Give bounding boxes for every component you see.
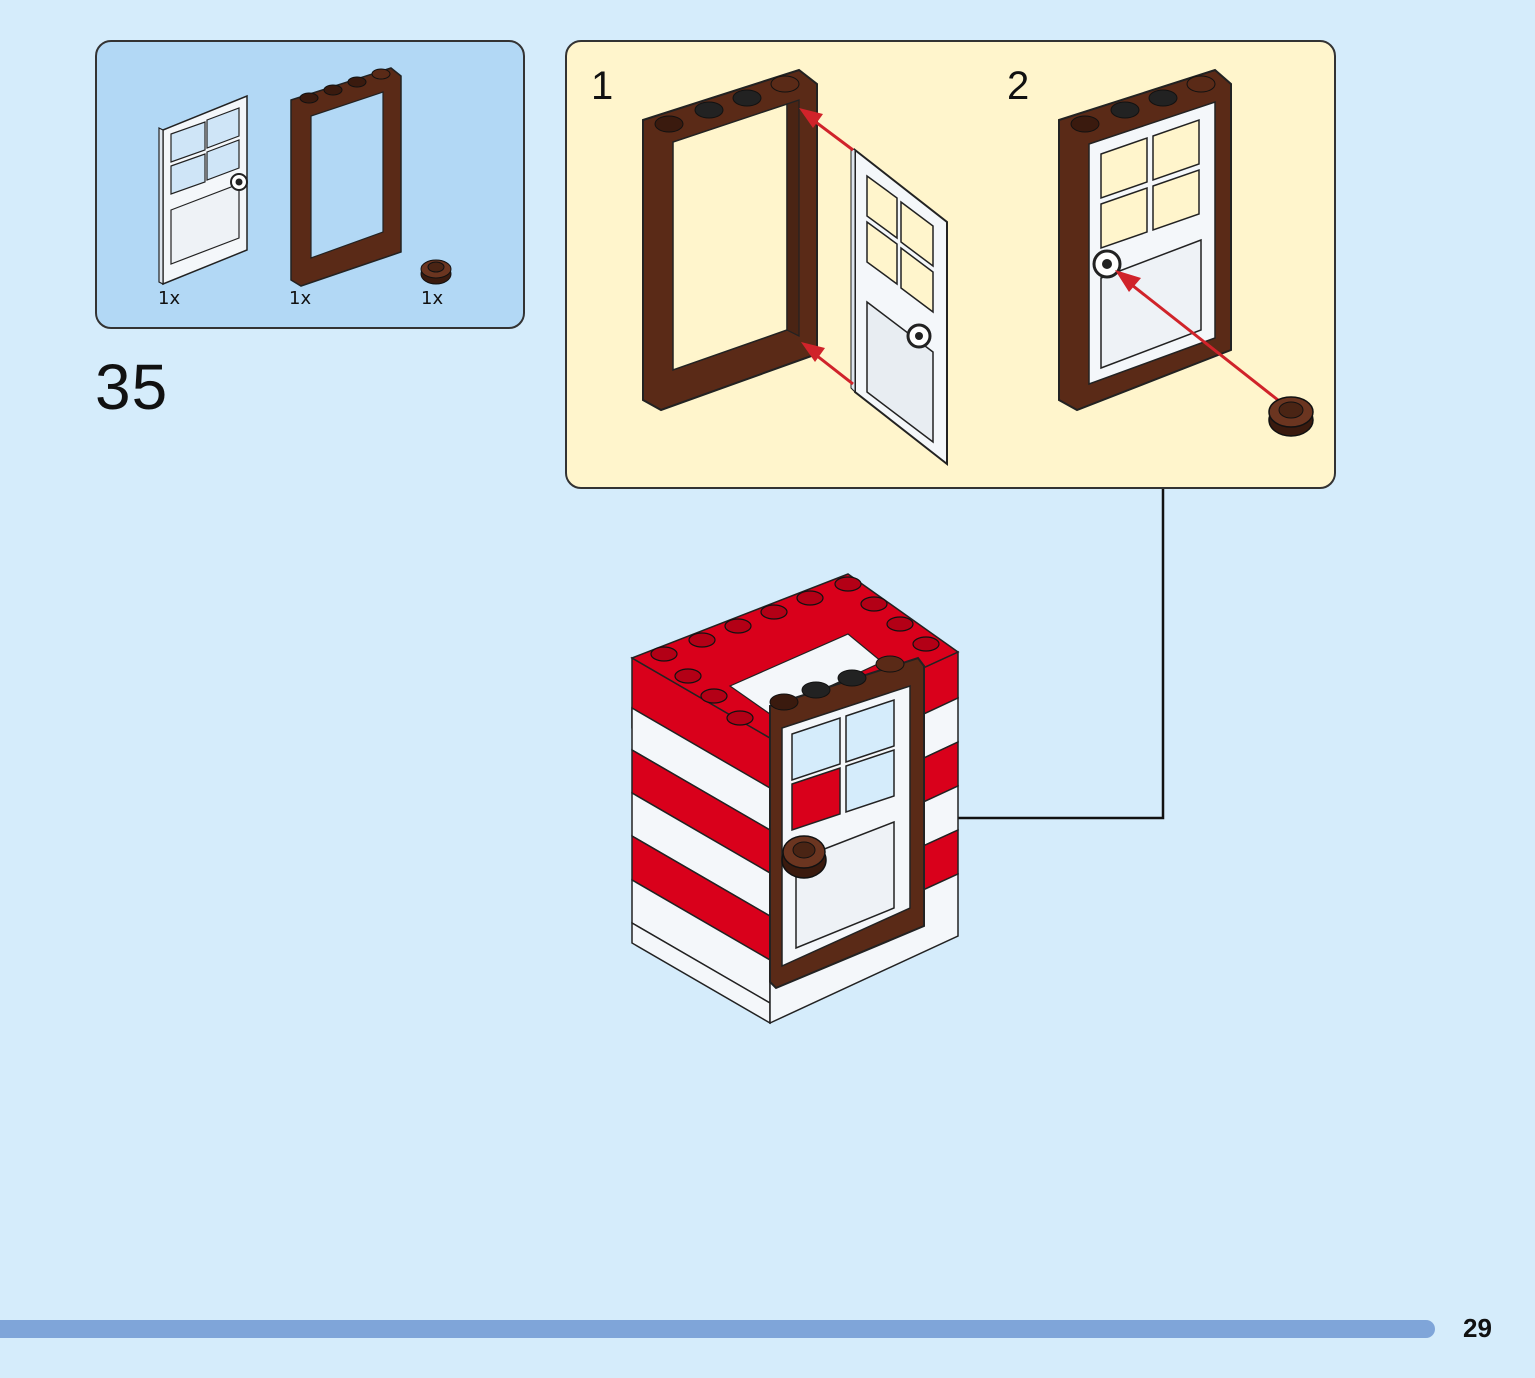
substep-number-1: 1 bbox=[591, 64, 614, 108]
part-qty-plate: 1x bbox=[421, 288, 444, 309]
substep-box: 1 2 bbox=[565, 40, 1336, 489]
part-qty-frame: 1x bbox=[289, 288, 312, 309]
page-number: 29 bbox=[1463, 1313, 1492, 1343]
substep-2-arrow bbox=[1115, 270, 1284, 406]
substep-1-frame-illustration bbox=[642, 68, 818, 412]
substep-number-2: 2 bbox=[1007, 64, 1030, 108]
brown-round-plate-icon bbox=[420, 259, 452, 285]
substep-2-door-illustration bbox=[1058, 68, 1232, 412]
white-door-icon bbox=[158, 94, 248, 286]
substep-1-door-illustration bbox=[850, 147, 948, 467]
progress-bar bbox=[0, 1320, 1435, 1338]
parts-list-box: 1x 1x 1x bbox=[95, 40, 525, 329]
step-number: 35 bbox=[95, 351, 169, 423]
substep-1-arrows bbox=[799, 108, 854, 386]
brown-round-plate-icon bbox=[1268, 396, 1314, 437]
brown-door-frame-icon bbox=[290, 67, 402, 287]
part-qty-door: 1x bbox=[158, 288, 181, 309]
main-model-illustration bbox=[630, 573, 960, 1025]
